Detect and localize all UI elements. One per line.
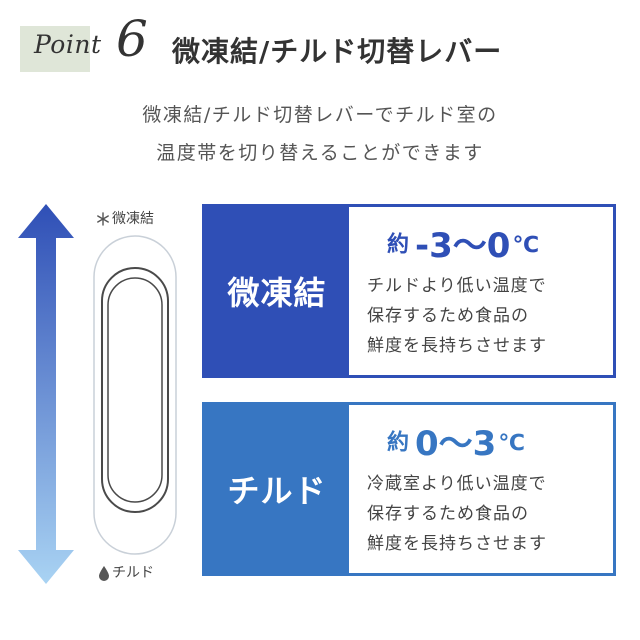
temp-unit: ℃ [512,232,540,258]
desc-line: 鮮度を長持ちさせます [367,336,547,356]
desc-line: 鮮度を長持ちさせます [367,534,547,554]
point-badge-background [20,26,90,72]
page-title: 微凍結/チルド切替レバー [172,35,503,68]
temperature-freeze: 約-3～0℃ [367,219,613,271]
lever-bottom-label: チルド [98,562,154,582]
description-chilled: 冷蔵室より低い温度で 保存するため食品の 鮮度を長持ちさせます [367,469,613,559]
lever-top-label-text: 微凍結 [112,211,154,227]
intro-line-2: 温度帯を切り替えることができます [156,142,484,164]
intro-text: 微凍結/チルド切替レバーでチルド室の 温度帯を切り替えることができます [0,96,640,172]
snowflake-icon [97,212,109,226]
lever-bottom-label-text: チルド [112,565,154,581]
double-arrow-icon [18,204,74,584]
intro-line-1: 微凍結/チルド切替レバーでチルド室の [142,104,498,126]
lever-top-label: 微凍結 [96,208,154,228]
temp-range: -3～0 [415,225,511,266]
temp-prefix: 約 [387,232,410,258]
desc-line: チルドより低い温度で [367,276,547,296]
description-freeze: チルドより低い温度で 保存するため食品の 鮮度を長持ちさせます [367,271,613,361]
mode-label-freeze: 微凍結 [205,207,349,375]
desc-line: 冷蔵室より低い温度で [367,474,547,494]
desc-line: 保存するため食品の [367,504,529,524]
lever-illustration [93,235,177,555]
temp-prefix: 約 [387,430,410,456]
point-word: Point [34,30,102,59]
mode-card-freeze: 微凍結 約-3～0℃ チルドより低い温度で 保存するため食品の 鮮度を長持ちさせ… [202,204,616,378]
mode-label-chilled: チルド [205,405,349,573]
temp-unit: ℃ [498,430,525,456]
water-drop-icon [99,566,109,581]
point-number: 6 [116,10,148,68]
mode-body-freeze: 約-3～0℃ チルドより低い温度で 保存するため食品の 鮮度を長持ちさせます [349,207,613,375]
temp-range: 0～3 [415,423,497,464]
desc-line: 保存するため食品の [367,306,529,326]
